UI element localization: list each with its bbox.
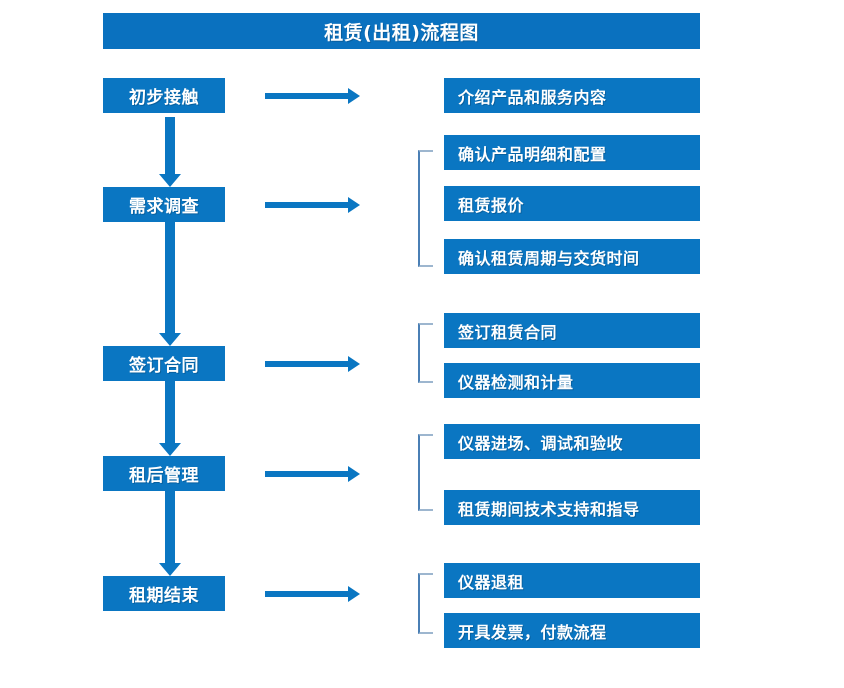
group-bracket-end: [418, 573, 433, 634]
detail-box-7[interactable]: 仪器进场、调试和验收: [444, 424, 700, 459]
down-arrow-2-to-3: [159, 222, 181, 346]
down-arrow-1-to-2: [159, 117, 181, 187]
detail-box-6[interactable]: 仪器检测和计量: [444, 363, 700, 398]
group-bracket-aftercare: [418, 434, 433, 511]
stage-box-4[interactable]: 租后管理: [103, 456, 225, 491]
down-arrow-3-to-4: [159, 381, 181, 456]
stage-box-5[interactable]: 租期结束: [103, 576, 225, 611]
page-title: 租赁(出租)流程图: [103, 13, 700, 49]
stage-box-2[interactable]: 需求调查: [103, 187, 225, 222]
down-arrow-4-to-5: [159, 491, 181, 576]
detail-box-10[interactable]: 开具发票，付款流程: [444, 613, 700, 648]
right-arrow-stage-1: [265, 88, 360, 104]
detail-box-5[interactable]: 签订租赁合同: [444, 313, 700, 348]
right-arrow-stage-2: [265, 197, 360, 213]
detail-box-9[interactable]: 仪器退租: [444, 563, 700, 598]
right-arrow-stage-4: [265, 466, 360, 482]
right-arrow-stage-5: [265, 586, 360, 602]
stage-box-1[interactable]: 初步接触: [103, 78, 225, 113]
detail-box-3[interactable]: 租赁报价: [444, 186, 700, 221]
detail-box-1[interactable]: 介绍产品和服务内容: [444, 78, 700, 113]
detail-box-8[interactable]: 租赁期间技术支持和指导: [444, 490, 700, 525]
stage-box-3[interactable]: 签订合同: [103, 346, 225, 381]
detail-box-4[interactable]: 确认租赁周期与交货时间: [444, 239, 700, 274]
group-bracket-contract: [418, 323, 433, 383]
detail-box-2[interactable]: 确认产品明细和配置: [444, 135, 700, 170]
right-arrow-stage-3: [265, 356, 360, 372]
group-bracket-demand: [418, 150, 433, 267]
